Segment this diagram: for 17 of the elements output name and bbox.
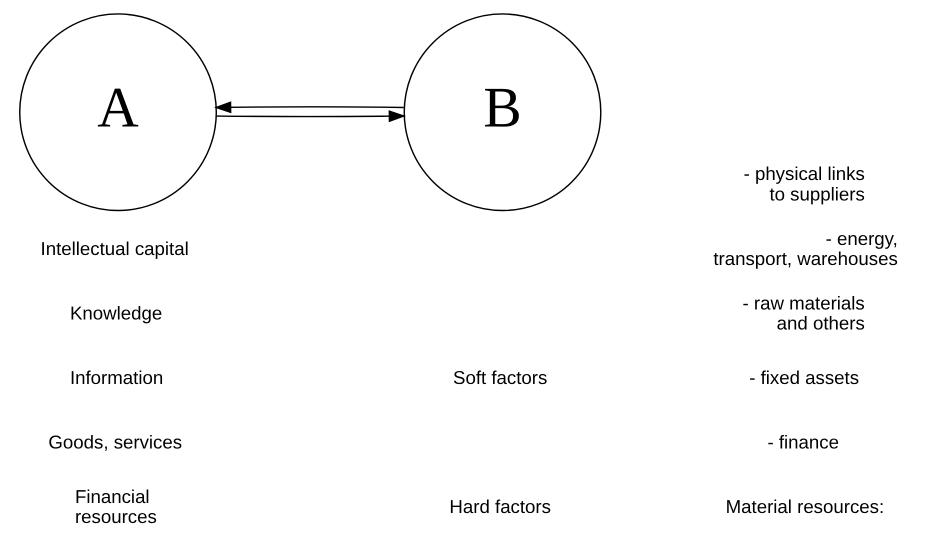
label: Knowledge bbox=[69, 302, 162, 324]
node-circle: A bbox=[18, 13, 217, 212]
label: Goods, services bbox=[48, 432, 182, 453]
label: - fixed assets bbox=[748, 366, 859, 388]
label: Intellectual capital bbox=[40, 238, 188, 259]
label: - physical links to suppliers bbox=[743, 163, 864, 204]
arrow bbox=[214, 101, 404, 114]
arrow bbox=[216, 110, 406, 122]
label: - finance bbox=[766, 432, 838, 453]
node-circle: B bbox=[403, 13, 602, 212]
label: Hard factors bbox=[448, 496, 550, 518]
label: Financial resources bbox=[74, 486, 156, 528]
label: Material resources: bbox=[725, 496, 884, 518]
label: - raw materials and others bbox=[742, 292, 864, 334]
label: Information bbox=[69, 366, 163, 388]
label: Soft factors bbox=[452, 366, 547, 388]
label: - energy, transport, warehouses bbox=[712, 228, 898, 269]
